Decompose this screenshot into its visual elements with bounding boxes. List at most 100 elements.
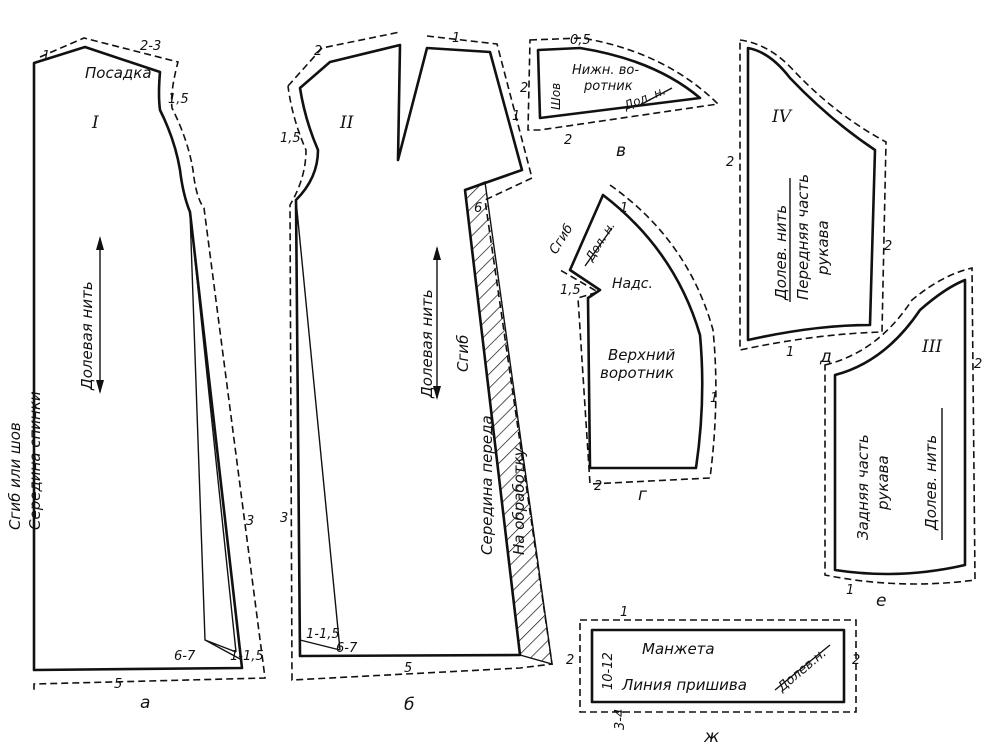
allowance-label: 5 <box>404 661 412 676</box>
roman-IV: IV <box>771 107 793 127</box>
fold-or-seam-label: Сгиб или шов <box>6 422 24 530</box>
upper-collar-outline <box>568 193 704 470</box>
roman-I: I <box>91 113 99 133</box>
front-grain-label: Долевая нить <box>418 289 436 399</box>
center-back-label: Середина спинки <box>26 391 44 530</box>
allowance-label: 1 <box>512 109 520 124</box>
back-outline <box>32 45 244 672</box>
upper-collar-label-2: воротник <box>600 364 674 382</box>
back-grain-arrowhead-top <box>96 236 104 250</box>
back-dart <box>189 211 243 661</box>
back-grain-arrowhead-bottom <box>96 380 104 394</box>
posadka-label: Посадка <box>85 64 152 82</box>
allowance-label: 1 <box>846 583 854 598</box>
sleeve-front-label-2: рукава <box>814 220 832 276</box>
allowance-label: 3 <box>280 511 288 526</box>
allowance-label: 2 <box>314 44 322 59</box>
upper-collar-grain-label: Дол. н. <box>582 219 618 264</box>
allowance-label: 1,5 <box>168 92 189 107</box>
sleeve-back-label-2: рукава <box>874 455 892 511</box>
allowance-label: 1 <box>620 605 628 620</box>
lower-collar-label-2: ротник <box>583 79 633 94</box>
cuff-grain-arrow <box>774 644 831 691</box>
allowance-label: 0,5 <box>570 33 591 48</box>
upper-collar-allowance <box>559 184 717 485</box>
allowance-label: 5 <box>114 677 122 692</box>
sleeve-front-allowance <box>739 39 887 351</box>
roman-II: II <box>339 113 354 133</box>
letter-d: д <box>819 347 832 367</box>
allowance-label: 2 <box>726 155 734 170</box>
notch-label: Надс. <box>612 276 653 292</box>
allowance-label: 1 <box>710 391 718 406</box>
front-facing-hatch <box>464 181 553 665</box>
allowance-label: 1 <box>42 49 50 64</box>
sleeve-back-allowance <box>824 266 976 585</box>
letter-a: а <box>140 693 150 713</box>
sleeve-back-outline <box>833 278 967 576</box>
lower-collar-grain-arrow <box>639 87 673 106</box>
letter-e: е <box>876 591 886 611</box>
cuff-allowance <box>579 619 857 713</box>
back-piece <box>32 37 266 690</box>
front-allowance <box>287 31 553 681</box>
allowance-label: 3 <box>246 514 254 529</box>
sleeve-back-label-1: Задняя часть <box>854 434 872 540</box>
allowance-label: 1-1,5 <box>230 649 264 664</box>
lower-collar-piece <box>527 37 720 131</box>
lower-collar-label-1: Нижн. во- <box>572 63 639 78</box>
allowance-label: 2 <box>852 653 860 668</box>
allowance-label: 6 <box>474 201 482 216</box>
front-dart <box>295 199 341 651</box>
cuff-label: Манжета <box>642 640 715 658</box>
allowance-label: 1-1,5 <box>306 627 340 642</box>
allowance-label: 2-3 <box>140 39 161 54</box>
allowance-label: 2 <box>974 357 982 372</box>
allowance-label: 2 <box>520 81 528 96</box>
allowance-label: 1,5 <box>560 283 581 298</box>
allowance-label: 3-4 <box>613 709 628 730</box>
front-piece <box>287 31 553 681</box>
cuff-outline <box>590 628 846 704</box>
upper-collar-grain-arrow <box>584 227 613 267</box>
allowance-label: 1,5 <box>280 131 301 146</box>
upper-collar-piece <box>559 184 717 485</box>
letter-zh: ж <box>703 727 720 747</box>
sleeve-front-outline <box>746 46 877 342</box>
letter-v: в <box>616 141 626 161</box>
sleeve-front-label-1: Передняя часть <box>794 174 812 300</box>
roman-III: III <box>921 337 942 357</box>
facing-label: На обработку <box>510 446 528 555</box>
allowance-label: 2 <box>594 479 602 494</box>
allowance-label: 1 <box>452 31 460 46</box>
cuff-grain-label: Долев.н. <box>774 646 829 696</box>
allowance-label: 1 <box>620 201 628 216</box>
allowance-label: 2 <box>884 239 892 254</box>
allowance-label: 6-7 <box>174 649 196 664</box>
front-grain-arrowhead-bottom <box>433 386 441 400</box>
sleeve-back-piece <box>824 266 976 585</box>
back-allowance <box>33 37 266 690</box>
cuff-piece <box>579 619 857 713</box>
lower-collar-allowance <box>527 37 720 131</box>
upper-collar-label-1: Верхний <box>608 346 675 364</box>
center-front-label: Середина переда <box>478 415 496 555</box>
sleeve-front-grain-label: Долев. нить <box>772 205 790 301</box>
sleeve-front-piece <box>739 39 887 351</box>
letter-g: г <box>638 485 647 505</box>
sleeve-back-grain-label: Долев. нить <box>922 435 940 531</box>
front-outline <box>294 43 524 658</box>
allowance-label: 2 <box>566 653 574 668</box>
back-grain-label: Долевая нить <box>78 281 96 391</box>
front-fold-label: Сгиб <box>454 335 472 372</box>
letter-b: б <box>404 695 414 715</box>
cuff-width-label: 10-12 <box>601 652 616 690</box>
fold-collar-label: Сгиб <box>547 222 577 257</box>
allowance-label: 2 <box>564 133 572 148</box>
front-grain-arrowhead-top <box>433 246 441 260</box>
allowance-label: 6-7 <box>336 641 358 656</box>
attach-line-label: Линия пришива <box>621 676 747 694</box>
allowance-label: 1 <box>786 345 794 360</box>
seam-label: Шов <box>549 83 563 110</box>
